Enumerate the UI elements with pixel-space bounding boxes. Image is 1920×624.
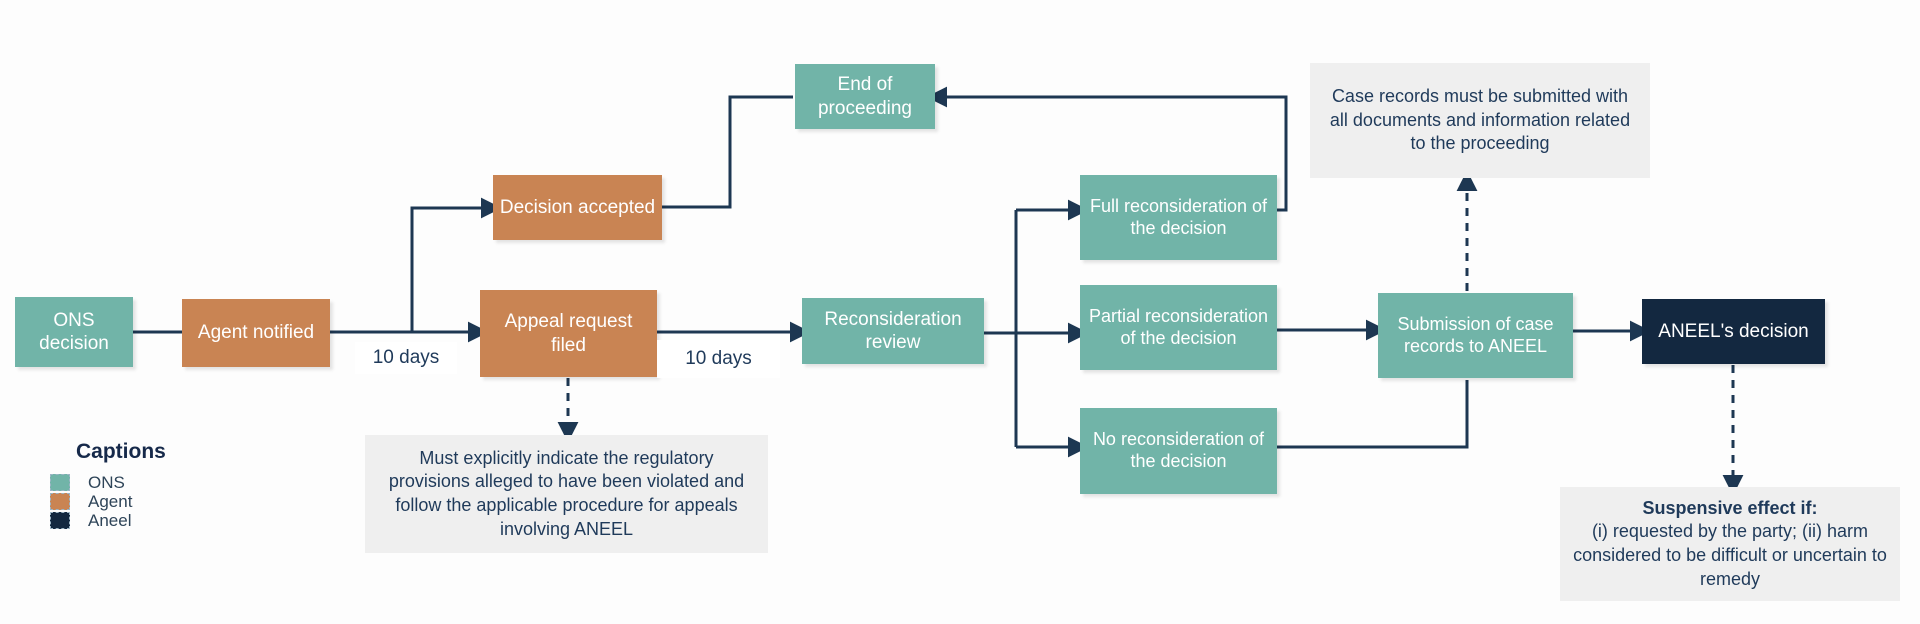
node-submission-case-records: Submission of case records to ANEEL <box>1378 293 1573 378</box>
legend: Captions ONS Agent Aneel <box>50 440 166 531</box>
node-no-reconsideration: No reconsideration of the decision <box>1080 408 1277 494</box>
note-appeal-requirements: Must explicitly indicate the regulatory … <box>365 435 768 553</box>
note-suspensive-effect: Suspensive effect if: (i) requested by t… <box>1560 487 1900 601</box>
note-suspensive-effect-body: (i) requested by the party; (ii) harm co… <box>1573 521 1887 589</box>
node-aneel-decision: ANEEL's decision <box>1642 299 1825 364</box>
note-case-records-text: Case records must be submitted with all … <box>1329 85 1631 154</box>
legend-title: Captions <box>76 440 166 463</box>
legend-item-agent: Agent <box>50 491 166 511</box>
legend-item-ons: ONS <box>50 474 166 492</box>
legend-swatch-agent <box>50 493 70 511</box>
node-agent-notified: Agent notified <box>182 299 330 367</box>
edge-label-10-days-second: 10 days <box>657 340 780 378</box>
node-decision-accepted: Decision accepted <box>493 175 662 240</box>
legend-label-aneel: Aneel <box>88 510 132 530</box>
node-appeal-request-filed: Appeal request filed <box>480 290 657 377</box>
edge-decision-accepted-to-end <box>662 95 793 209</box>
legend-swatch-ons <box>50 474 70 492</box>
legend-item-aneel: Aneel <box>50 510 166 530</box>
legend-label-agent: Agent <box>88 491 133 511</box>
edge-full-to-end <box>926 86 1288 212</box>
node-ons-decision: ONS decision <box>15 297 133 367</box>
node-end-of-proceeding: End of proceeding <box>795 64 935 129</box>
note-suspensive-effect-title: Suspensive effect if: <box>1642 497 1818 518</box>
legend-swatch-aneel <box>50 512 70 530</box>
note-appeal-requirements-text: Must explicitly indicate the regulatory … <box>388 447 745 539</box>
edge-no-to-submission <box>1277 380 1469 449</box>
edge-branch-to-decision-accepted <box>410 197 502 332</box>
edge-label-10-days-first: 10 days <box>355 342 457 374</box>
legend-label-ons: ONS <box>88 473 125 492</box>
node-partial-reconsideration: Partial reconsideration of the decision <box>1080 285 1277 370</box>
node-reconsideration-review: Reconsideration review <box>802 298 984 364</box>
node-full-reconsideration: Full reconsideration of the decision <box>1080 175 1277 260</box>
note-case-records: Case records must be submitted with all … <box>1310 63 1650 178</box>
